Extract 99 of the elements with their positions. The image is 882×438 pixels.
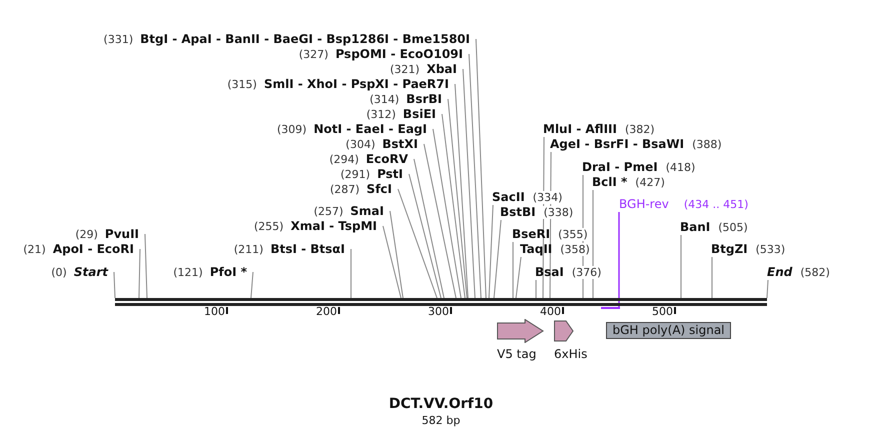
tick-label: 100 bbox=[204, 305, 225, 319]
position-number: (211) bbox=[234, 243, 264, 256]
position-number: (358) bbox=[559, 243, 591, 256]
position-number: (355) bbox=[557, 228, 589, 241]
leader-line bbox=[454, 84, 468, 298]
enzyme-names: XmaI - TspMI bbox=[290, 219, 377, 233]
position-number: (29) bbox=[75, 228, 98, 241]
enzyme-names: SacII bbox=[492, 190, 525, 204]
sequence-length: 582 bp bbox=[422, 414, 460, 428]
sequence-backbone bbox=[115, 298, 767, 306]
position-number: (287) bbox=[330, 183, 360, 196]
enzyme-names: PspOMI - EcoO109I bbox=[335, 47, 463, 61]
feature-label: 6xHis bbox=[554, 347, 588, 361]
position-number: (304) bbox=[346, 138, 376, 151]
enzyme-names: BtsI - BtsαI bbox=[270, 242, 345, 256]
feature-box: bGH poly(A) signal bbox=[606, 322, 731, 339]
position-number: (582) bbox=[799, 266, 831, 279]
position-number: (314) bbox=[370, 93, 400, 106]
tick-label: 300 bbox=[428, 305, 449, 319]
leader-line bbox=[442, 114, 466, 298]
enzyme-names: TaqII bbox=[520, 242, 552, 256]
tick-label: 400 bbox=[540, 305, 561, 319]
leader-line bbox=[432, 128, 462, 298]
enzyme-names: BseRI bbox=[512, 227, 550, 241]
enzyme-names: BclI * bbox=[592, 175, 628, 189]
position-number: (382) bbox=[624, 123, 656, 136]
enzyme-names: PfoI * bbox=[210, 265, 247, 279]
leader-line bbox=[350, 248, 352, 298]
enzyme-names: XbaI bbox=[426, 62, 457, 76]
sequence-end-label: Start bbox=[74, 265, 108, 279]
enzyme-names: ApoI - EcoRI bbox=[52, 242, 134, 256]
leader-line bbox=[592, 190, 594, 298]
map-title: DCT.VV.Orf10 bbox=[388, 397, 494, 411]
enzyme-names: SmaI bbox=[350, 204, 384, 218]
leader-line bbox=[494, 220, 502, 298]
leader-line bbox=[766, 280, 768, 298]
position-number: (309) bbox=[276, 123, 307, 136]
position-number: (291) bbox=[340, 168, 370, 181]
position-number: (0) bbox=[51, 266, 67, 279]
position-number: (315) bbox=[227, 78, 257, 91]
enzyme-names: BstBI bbox=[500, 205, 536, 219]
leader-line bbox=[398, 188, 438, 298]
enzyme-names: PstI bbox=[377, 167, 403, 181]
position-number: (533) bbox=[754, 243, 786, 256]
leader-line bbox=[488, 204, 494, 298]
position-number: (388) bbox=[691, 138, 723, 151]
position-number: (255) bbox=[254, 220, 284, 233]
tick-label: 500 bbox=[652, 305, 673, 319]
enzyme-names: BtgI - ApaI - BanII - BaeGI - Bsp1286I - Bme1580I bbox=[140, 32, 470, 46]
position-number: (427) bbox=[634, 176, 666, 189]
leader-line bbox=[462, 68, 476, 298]
leader-line bbox=[468, 54, 482, 298]
enzyme-names: BstXI bbox=[382, 137, 418, 151]
leader-line bbox=[424, 144, 456, 298]
leader-line bbox=[144, 234, 148, 298]
position-number: (257) bbox=[314, 205, 344, 218]
enzyme-names: PvuII bbox=[104, 227, 139, 241]
primer-label: BGH-rev bbox=[619, 197, 669, 211]
leader-line bbox=[618, 212, 620, 307]
enzyme-names: AgeI - BsrFI - BsaWI bbox=[550, 137, 684, 151]
enzyme-names: MluI - AflIII bbox=[543, 122, 617, 136]
position-number: (376) bbox=[570, 266, 602, 279]
position-number: (312) bbox=[366, 108, 396, 121]
position-number: (334) bbox=[532, 191, 564, 204]
leader-line bbox=[382, 226, 402, 298]
enzyme-names: BsiEI bbox=[402, 107, 436, 121]
enzyme-names: EcoRV bbox=[366, 152, 408, 166]
enzyme-names: SmlI - XhoI - PspXI - PaeR7I bbox=[264, 77, 449, 91]
enzyme-names: SfcI bbox=[366, 182, 392, 196]
position-number: (121) bbox=[173, 266, 203, 279]
leader-line bbox=[448, 98, 468, 298]
leader-line bbox=[680, 234, 682, 298]
leader-line bbox=[114, 272, 116, 298]
leader-line bbox=[512, 242, 514, 298]
sequence-end-label: End bbox=[767, 265, 792, 279]
position-number: (321) bbox=[390, 63, 420, 76]
enzyme-names: BtgZI bbox=[711, 242, 748, 256]
enzyme-names: DraI - PmeI bbox=[582, 160, 658, 174]
leader-line bbox=[138, 248, 140, 298]
leader-line bbox=[516, 256, 522, 298]
leader-line bbox=[408, 174, 442, 298]
primer-label: (434 .. 451) bbox=[682, 198, 750, 211]
enzyme-names: BsaI bbox=[535, 265, 564, 279]
leader-line bbox=[476, 38, 486, 298]
feature-label: V5 tag bbox=[497, 347, 538, 361]
position-number: (294) bbox=[329, 153, 359, 166]
leader-line bbox=[250, 272, 254, 298]
position-number: (418) bbox=[664, 161, 696, 174]
leader-line bbox=[414, 158, 444, 298]
position-number: (338) bbox=[542, 206, 574, 219]
tick-label: 200 bbox=[316, 305, 337, 319]
position-number: (21) bbox=[23, 243, 46, 256]
position-number: (505) bbox=[717, 221, 749, 234]
enzyme-names: BanI bbox=[680, 220, 710, 234]
leader-line bbox=[390, 210, 404, 298]
enzyme-names: NotI - EaeI - EagI bbox=[314, 122, 427, 136]
position-number: (327) bbox=[298, 48, 328, 61]
enzyme-names: BsrBI bbox=[406, 92, 442, 106]
position-number: (331) bbox=[104, 33, 134, 46]
